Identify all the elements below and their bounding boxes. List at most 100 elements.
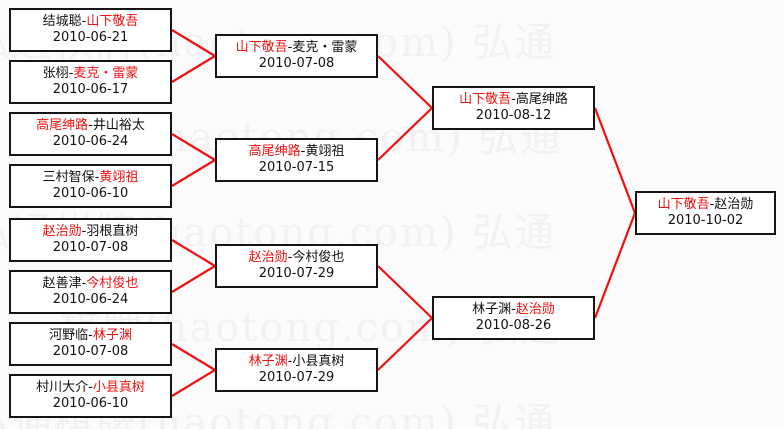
player-loser: 三村智保 <box>42 170 95 185</box>
connector-line <box>171 265 216 293</box>
match-pairing: 赵治勋-今村俊也 <box>249 250 345 266</box>
player-winner: 山下敬吾 <box>235 40 288 55</box>
player-winner: 赵治勋 <box>248 250 288 265</box>
match-pairing: 山下敬吾-高尾绅路 <box>459 92 568 108</box>
player-winner: 林子渊 <box>92 328 132 343</box>
player-loser: 麦克・雷蒙 <box>292 40 358 55</box>
pairing-separator: - <box>287 354 293 369</box>
pairing-separator: - <box>709 197 715 212</box>
pairing-separator: - <box>68 66 74 81</box>
match-date: 2010-08-26 <box>475 318 552 333</box>
match-pairing: 三村智保-黄翊祖 <box>43 170 139 186</box>
player-loser: 林子渊 <box>472 302 512 317</box>
pairing-separator: - <box>287 40 293 55</box>
connector-line <box>171 343 216 371</box>
player-loser: 今村俊也 <box>292 250 345 265</box>
pairing-separator: - <box>88 380 93 395</box>
connector-line <box>171 29 216 57</box>
player-winner: 高尾绅路 <box>36 118 89 133</box>
pairing-separator: - <box>88 118 93 133</box>
match-date: 2010-06-10 <box>52 186 129 201</box>
connector-line <box>171 55 216 83</box>
player-winner: 小县真树 <box>92 380 145 395</box>
match-pairing: 村川大介-小县真树 <box>36 380 145 396</box>
pairing-separator: - <box>300 144 306 159</box>
pairing-separator: - <box>81 276 87 291</box>
pairing-separator: - <box>94 170 100 185</box>
match-date: 2010-06-21 <box>52 30 129 45</box>
player-loser: 结城聪 <box>42 14 82 29</box>
player-loser: 高尾绅路 <box>515 92 568 107</box>
match-date: 2010-07-29 <box>258 370 335 385</box>
match-date: 2010-07-08 <box>52 344 129 359</box>
match-date: 2010-06-24 <box>52 292 129 307</box>
match-pairing: 赵善津-今村俊也 <box>43 276 139 292</box>
match-pairing: 高尾绅路-井山裕太 <box>36 118 145 134</box>
match-date: 2010-06-24 <box>52 134 129 149</box>
match-pairing: 山下敬吾-麦克・雷蒙 <box>236 40 358 56</box>
match-pairing: 张栩-麦克・雷蒙 <box>43 66 139 82</box>
player-loser: 羽根直树 <box>86 224 139 239</box>
match-pairing: 山下敬吾-赵治勋 <box>658 197 754 213</box>
match-date: 2010-07-08 <box>258 56 335 71</box>
player-winner: 今村俊也 <box>86 276 139 291</box>
connector-line <box>377 265 433 319</box>
player-loser: 井山裕太 <box>92 118 145 133</box>
connector-line <box>171 159 216 187</box>
player-winner: 林子渊 <box>248 354 288 369</box>
player-loser: 赵善津 <box>42 276 82 291</box>
pairing-separator: - <box>511 92 516 107</box>
match-pairing: 河野临-林子渊 <box>49 328 132 344</box>
match-pairing: 林子渊-赵治勋 <box>472 302 555 318</box>
player-winner: 高尾绅路 <box>248 144 301 159</box>
connector-line <box>377 107 433 161</box>
player-loser: 黄翊祖 <box>305 144 345 159</box>
match-date: 2010-10-02 <box>667 213 744 228</box>
match-date: 2010-08-12 <box>475 108 552 123</box>
match-pairing: 林子渊-小县真树 <box>249 354 345 370</box>
connector-line <box>171 133 216 161</box>
player-winner: 麦克・雷蒙 <box>73 66 139 81</box>
player-winner: 黄翊祖 <box>99 170 139 185</box>
pairing-separator: - <box>511 302 516 317</box>
match-pairing: 高尾绅路-黄翊祖 <box>249 144 345 160</box>
connector-line <box>593 107 637 214</box>
player-loser: 张栩 <box>42 66 69 81</box>
match-pairing: 赵治勋-羽根直树 <box>43 224 139 240</box>
player-winner: 赵治勋 <box>42 224 82 239</box>
player-loser: 赵治勋 <box>714 197 754 212</box>
pairing-separator: - <box>81 14 87 29</box>
pairing-separator: - <box>81 224 87 239</box>
connector-line <box>171 369 216 397</box>
connector-line <box>377 317 433 371</box>
player-winner: 山下敬吾 <box>657 197 710 212</box>
match-date: 2010-06-10 <box>52 396 129 411</box>
player-loser: 小县真树 <box>292 354 345 369</box>
match-date: 2010-07-29 <box>258 266 335 281</box>
match-date: 2010-07-08 <box>52 240 129 255</box>
match-pairing: 结城聪-山下敬吾 <box>43 14 139 30</box>
match-date: 2010-07-15 <box>258 160 335 175</box>
connector-line <box>593 212 637 319</box>
player-winner: 赵治勋 <box>515 302 555 317</box>
player-loser: 村川大介 <box>36 380 89 395</box>
pairing-separator: - <box>88 328 93 343</box>
player-winner: 山下敬吾 <box>86 14 139 29</box>
connector-line <box>171 239 216 267</box>
